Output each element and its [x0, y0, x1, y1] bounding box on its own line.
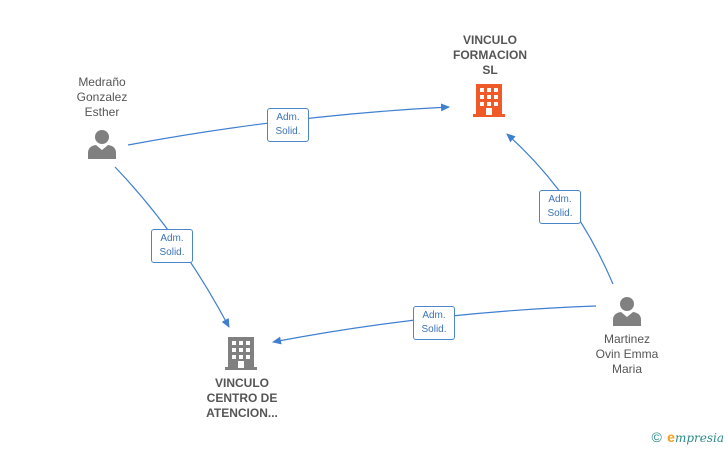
- person-icon: [613, 297, 641, 326]
- company-name: VINCULO CENTRO DE ATENCION...: [206, 376, 278, 420]
- role-line-1: Adm.: [160, 233, 184, 244]
- edge-role-badge[interactable]: Adm. Solid.: [267, 108, 309, 142]
- edge-role-badge[interactable]: Adm. Solid.: [539, 190, 581, 224]
- node-medrano[interactable]: Medraño Gonzalez Esther: [56, 75, 148, 159]
- building-icon: [473, 84, 505, 117]
- person-icon: [88, 130, 116, 159]
- role-line-2: Solid.: [159, 247, 185, 258]
- node-martinez[interactable]: Martinez Ovin Emma Maria: [581, 296, 673, 377]
- role-line-1: Adm.: [422, 310, 446, 321]
- building-icon: [225, 337, 257, 370]
- brand-logo-text: mpresia: [674, 431, 724, 445]
- role-line-2: Solid.: [275, 126, 301, 137]
- role-line-1: Adm.: [548, 194, 572, 205]
- edge-role-badge[interactable]: Adm. Solid.: [413, 306, 455, 340]
- role-line-2: Solid.: [547, 208, 573, 219]
- role-line-2: Solid.: [421, 324, 447, 335]
- person-name: Medraño Gonzalez Esther: [76, 75, 128, 119]
- role-line-1: Adm.: [276, 112, 300, 123]
- brand-footer: © empresia: [651, 429, 724, 445]
- company-name: VINCULO FORMACION SL: [453, 33, 527, 77]
- copyright-icon: ©: [651, 429, 662, 445]
- brand-logo-initial: e: [667, 429, 675, 445]
- node-vinculo-centro[interactable]: VINCULO CENTRO DE ATENCION...: [188, 335, 296, 421]
- edge-role-badge[interactable]: Adm. Solid.: [151, 229, 193, 263]
- person-name: Martinez Ovin Emma Maria: [595, 332, 659, 376]
- node-vinculo-formacion[interactable]: VINCULO FORMACION SL: [436, 33, 544, 118]
